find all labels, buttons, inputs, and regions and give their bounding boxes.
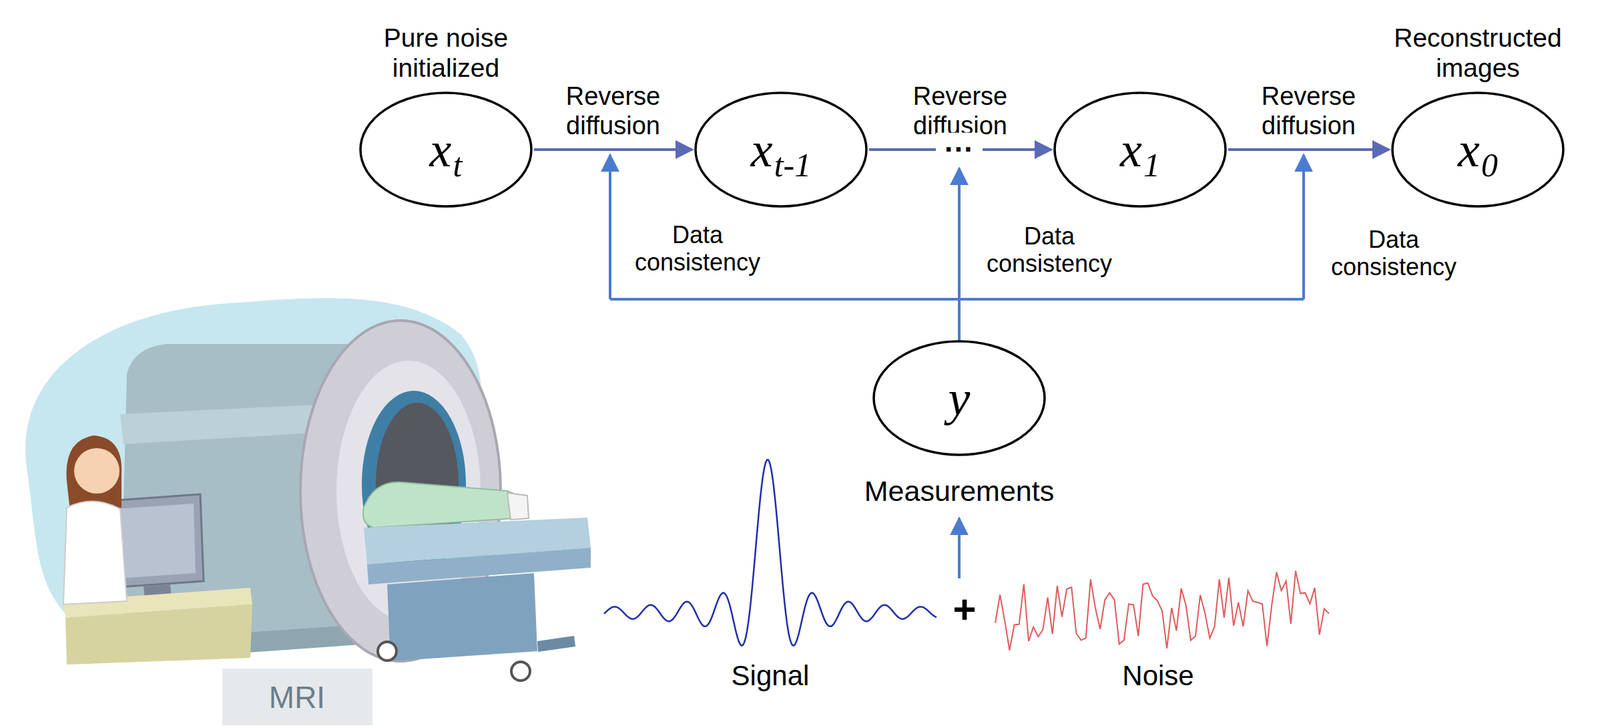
ellipsis: ··· bbox=[935, 132, 983, 167]
edge-label: Reverse diffusion bbox=[535, 82, 692, 141]
monitor-screen bbox=[116, 503, 196, 579]
table-base bbox=[387, 572, 538, 661]
feedback-arrow bbox=[1302, 154, 1305, 300]
math-subscript: 0 bbox=[1481, 148, 1498, 182]
patient-feet bbox=[507, 492, 529, 520]
reverse-diffusion-arrow bbox=[534, 148, 693, 151]
noise-label: Noise bbox=[1091, 659, 1225, 692]
edge-label: Reverse diffusion bbox=[1230, 82, 1388, 141]
ellipse-shape bbox=[873, 341, 1045, 455]
face bbox=[74, 447, 120, 494]
math-symbol: x bbox=[1120, 124, 1143, 175]
ellipse-shape bbox=[695, 92, 867, 207]
reverse-diffusion-arrow bbox=[1228, 148, 1390, 151]
math-subscript: t bbox=[452, 148, 462, 182]
math-subscript: t-1 bbox=[774, 148, 812, 182]
math-subscript: 1 bbox=[1143, 148, 1161, 182]
data-consistency-label: Data consistency bbox=[1316, 225, 1471, 282]
table-pedal bbox=[537, 635, 576, 652]
state-ellipse: x1 bbox=[1053, 91, 1227, 208]
ellipse-content: xt-1 bbox=[694, 91, 868, 208]
mri-tag bbox=[222, 668, 373, 725]
feedback-arrow bbox=[957, 168, 961, 340]
node-heading: Pure noise initialized bbox=[355, 23, 537, 84]
ellipse-shape bbox=[1392, 92, 1564, 207]
lab-coat bbox=[63, 500, 127, 605]
state-ellipse: xtPure noise initialized bbox=[359, 91, 533, 208]
noise-wave bbox=[995, 570, 1329, 651]
plus-sign: + bbox=[944, 586, 985, 633]
ellipse-content: xt bbox=[359, 91, 533, 208]
edge-label: Reverse diffusion bbox=[882, 82, 1039, 141]
ellipse-content: x0 bbox=[1391, 91, 1565, 208]
patient bbox=[363, 481, 525, 528]
node-heading: Reconstructed images bbox=[1377, 23, 1578, 84]
ellipse-shape bbox=[1054, 92, 1226, 207]
bus-line bbox=[610, 297, 1304, 301]
state-ellipse: x0Reconstructed images bbox=[1391, 91, 1565, 208]
measurement-ellipse: yMeasurements bbox=[872, 339, 1046, 456]
data-consistency-label: Data consistency bbox=[972, 222, 1127, 278]
hair bbox=[66, 435, 123, 511]
node-heading: Measurements bbox=[852, 474, 1066, 508]
mri-illustration bbox=[25, 297, 591, 725]
math-symbol: x bbox=[429, 124, 452, 175]
signal-label: Signal bbox=[703, 659, 838, 692]
ellipse-content: x1 bbox=[1053, 91, 1227, 208]
desk-front bbox=[65, 604, 253, 665]
state-ellipse: xt-1 bbox=[694, 91, 868, 208]
math-symbol: x bbox=[1457, 124, 1480, 175]
math-symbol: x bbox=[750, 124, 773, 175]
measurement-arrow bbox=[957, 517, 961, 579]
feedback-arrow bbox=[608, 154, 612, 300]
ellipse-content: y bbox=[872, 339, 1046, 456]
wheel bbox=[511, 661, 530, 681]
mri-label: MRI bbox=[230, 679, 364, 715]
math-symbol: y bbox=[948, 373, 971, 423]
ellipse-shape bbox=[360, 92, 532, 207]
data-consistency-label: Data consistency bbox=[620, 220, 775, 277]
wheel bbox=[377, 641, 397, 661]
